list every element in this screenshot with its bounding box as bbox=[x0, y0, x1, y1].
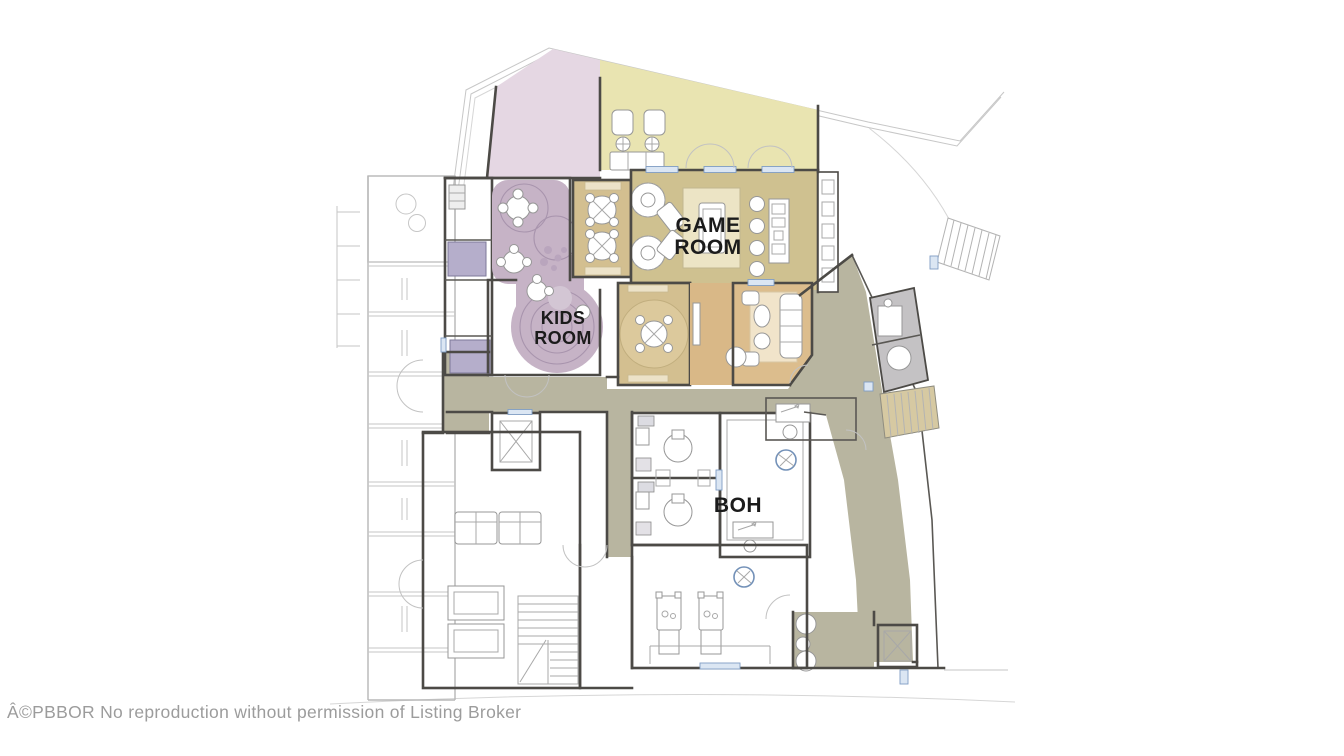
card-room-north bbox=[571, 178, 633, 279]
lower-left-rooms bbox=[421, 430, 582, 690]
lounge bbox=[725, 281, 814, 387]
elevator-bottom-right bbox=[876, 623, 919, 669]
boh-label: BOH bbox=[714, 494, 762, 517]
stairs-lower-left bbox=[517, 595, 579, 685]
door-swings bbox=[396, 143, 867, 620]
card-room-south bbox=[616, 281, 692, 387]
terrace-walls bbox=[443, 76, 820, 180]
corridor bbox=[443, 255, 913, 668]
equipment-cart bbox=[655, 591, 682, 655]
kids-service-rooms bbox=[443, 176, 494, 377]
vestibule bbox=[690, 283, 733, 385]
diagonal-bathroom bbox=[868, 286, 930, 394]
kids-room-label-line2: ROOM bbox=[534, 328, 592, 348]
game-room-sofas bbox=[630, 182, 686, 271]
diagonal-stair bbox=[879, 385, 940, 439]
exterior-stair-upper bbox=[936, 217, 1001, 281]
kids-room-label-line1: KIDS bbox=[541, 308, 586, 328]
kids-room: KIDS ROOM bbox=[443, 176, 603, 377]
kids-terrace bbox=[487, 49, 600, 178]
boh-bottom-room bbox=[630, 543, 809, 670]
game-room-shelving bbox=[817, 171, 839, 293]
bar-area bbox=[749, 196, 790, 277]
corridor-walls bbox=[421, 253, 919, 670]
game-room-label-line1: GAME bbox=[676, 214, 741, 237]
windows bbox=[440, 166, 939, 685]
game-room-label-line2: ROOM bbox=[674, 236, 741, 259]
neighbor-building bbox=[336, 175, 456, 701]
game-terrace-furniture bbox=[609, 109, 666, 171]
elevator-main bbox=[490, 409, 542, 472]
public-bathrooms bbox=[630, 411, 722, 547]
game-room: GAME ROOM bbox=[629, 168, 839, 294]
kids-room-pattern bbox=[496, 183, 595, 365]
copyright-text: Â©PBBOR No reproduction without permissi… bbox=[7, 702, 522, 722]
pool-table bbox=[698, 202, 726, 254]
equipment-cart bbox=[697, 591, 724, 655]
